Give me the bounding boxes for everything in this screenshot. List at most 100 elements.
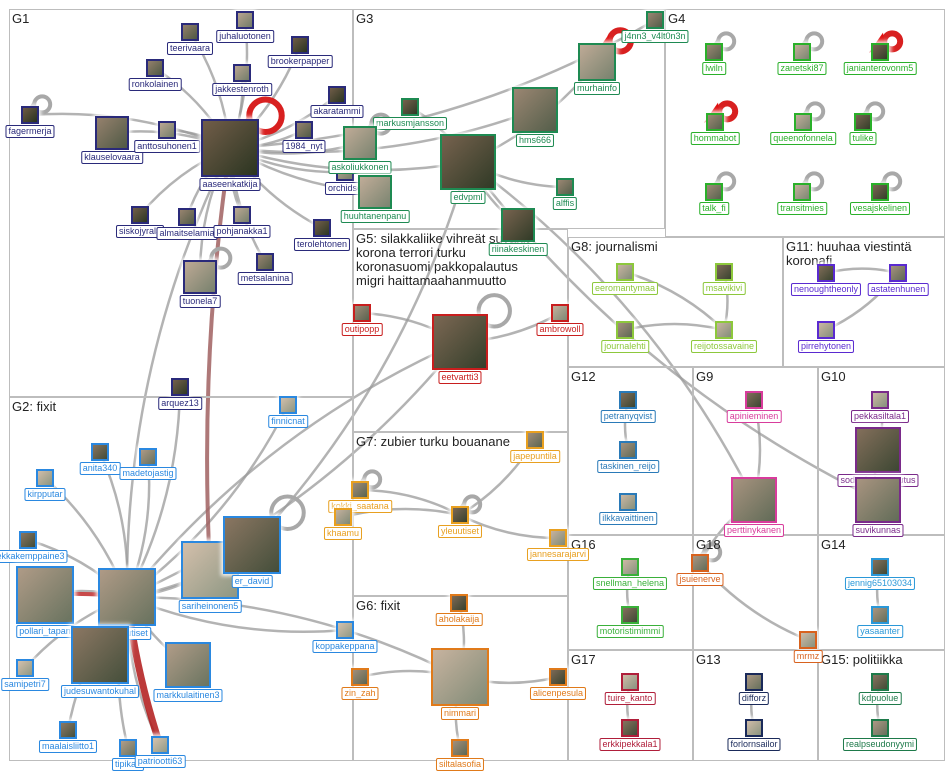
node-eeromantymaa[interactable]: eeromantymaa <box>591 263 659 295</box>
node-metsalanina[interactable]: metsalanina <box>237 253 293 285</box>
node-edvpml[interactable]: edvpml <box>440 134 496 204</box>
node-sodankylanmuutus[interactable]: sodankylanmuutus <box>837 427 919 487</box>
node-astatenhunen[interactable]: astatenhunen <box>867 264 929 296</box>
node-perttinykanen[interactable]: perttinykanen <box>723 477 785 537</box>
node-queenofonnela[interactable]: queenofonnela <box>770 113 836 145</box>
node-label: janianterovonm5 <box>843 62 917 75</box>
self-loop-lwiln <box>716 31 737 52</box>
node-koppakeppana[interactable]: koppakeppana <box>312 621 378 653</box>
node-jsuienerve[interactable]: jsuienerve <box>676 554 724 586</box>
node-aaseenkatkija[interactable]: aaseenkatkija <box>199 119 261 191</box>
node-difforz[interactable]: difforz <box>738 673 770 705</box>
node-terolehtonen[interactable]: terolehtonen <box>293 219 351 251</box>
node-taskinen_reijo[interactable]: taskinen_reijo <box>597 441 659 473</box>
node-sariheinonen5[interactable]: sariheinonen5 <box>178 541 242 613</box>
node-nenoughtheonly[interactable]: nenoughtheonly <box>790 264 862 296</box>
avatar-icon <box>139 448 157 466</box>
node-siltalasofia[interactable]: siltalasofia <box>435 739 485 771</box>
node-tuonela7[interactable]: tuonela7 <box>179 260 221 308</box>
node-yasaanter[interactable]: yasaanter <box>857 606 903 638</box>
node-samipetri7[interactable]: samipetri7 <box>1 659 49 691</box>
node-kokki_saatana[interactable]: kokki_saatana <box>328 481 392 513</box>
node-mrmzp[interactable]: mrmz <box>793 631 823 663</box>
node-huuhtanenpanu[interactable]: huuhtanenpanu <box>340 175 410 223</box>
node-reijotossavaine[interactable]: reijotossavaine <box>690 321 758 353</box>
node-ilkkavaittinen[interactable]: ilkkavaittinen <box>599 493 657 525</box>
node-ronkolainen[interactable]: ronkolainen <box>128 59 182 91</box>
node-jakkestenroth[interactable]: jakkestenroth <box>212 64 272 96</box>
node-askoliukkonen[interactable]: askoliukkonen <box>328 126 392 174</box>
node-madetojastig[interactable]: madetojastig <box>119 448 177 480</box>
node-yleuutiset[interactable]: yleuutiset <box>437 506 483 538</box>
node-zanetski87[interactable]: zanetski87 <box>777 43 827 75</box>
node-anttosuhonen1[interactable]: anttosuhonen1 <box>134 121 200 153</box>
node-kdpuolue[interactable]: kdpuolue <box>858 673 902 705</box>
node-suvikunnas[interactable]: suvikunnas <box>852 477 904 537</box>
node-alicenpesula[interactable]: alicenpesula <box>529 668 587 700</box>
node-pirrehytonen[interactable]: pirrehytonen <box>797 321 855 353</box>
node-ambrowoll[interactable]: ambrowoll <box>536 304 584 336</box>
node-pollari_tapani[interactable]: pollari_tapan <box>16 566 74 638</box>
node-tuire_kanto[interactable]: tuire_kanto <box>604 673 656 705</box>
node-akaratammi[interactable]: akaratammi <box>310 86 364 118</box>
node-finnicnat[interactable]: finnicnat <box>268 396 308 428</box>
node-pohjanakka1[interactable]: pohjanakka1 <box>213 206 271 238</box>
node-teerivaara[interactable]: teerivaara <box>166 23 214 55</box>
node-markusmjansson[interactable]: markusmjansson <box>372 98 448 130</box>
node-pekkakemppaine3[interactable]: pekkakemppaine3 <box>0 531 68 563</box>
node-eetvartti3[interactable]: eetvartti3 <box>432 314 488 384</box>
node-transitmies[interactable]: transitmies <box>777 183 827 215</box>
node-judesuwantokuhal[interactable]: judesuwantokuhal <box>60 626 140 698</box>
node-japepuntila[interactable]: japepuntila <box>510 431 560 463</box>
node-markkulaitinen3[interactable]: markkulaitinen3 <box>153 642 223 702</box>
node-er_david[interactable]: er_david <box>223 516 281 588</box>
node-brookerpapper[interactable]: brookerpapper <box>267 36 333 68</box>
node-arquez13[interactable]: arquez13 <box>158 378 202 410</box>
node-realpseudonyymi[interactable]: realpseudonyymi <box>842 719 918 751</box>
node-siskojyrala[interactable]: siskojyrala <box>115 206 165 238</box>
node-motoristimimmi[interactable]: motoristimimmi <box>596 606 664 638</box>
node-talk_fi[interactable]: talk_fi <box>699 183 729 215</box>
node-anita340[interactable]: anita340 <box>79 443 121 475</box>
node-patriootti63[interactable]: patriootti63 <box>134 736 186 768</box>
node-murhainfo[interactable]: murhainfo <box>573 43 621 95</box>
node-n1984_nyt[interactable]: 1984_nyt <box>282 121 326 153</box>
avatar-icon <box>16 659 34 677</box>
node-hms666[interactable]: hms666 <box>512 87 558 147</box>
node-outipopp[interactable]: outipopp <box>341 304 383 336</box>
node-petranyqvist[interactable]: petranyqvist <box>600 391 656 423</box>
node-hommabot[interactable]: hommabot <box>690 113 740 145</box>
node-msavikivi[interactable]: msavikivi <box>702 263 746 295</box>
avatar-icon <box>279 396 297 414</box>
node-jennig65103034[interactable]: jennig65103034 <box>844 558 916 590</box>
node-aholakaija[interactable]: aholakaija <box>435 594 483 626</box>
node-forlornsailor[interactable]: forlornsailor <box>727 719 781 751</box>
node-zin_zah[interactable]: zin_zah <box>341 668 379 700</box>
node-tulike[interactable]: tulike <box>849 113 877 145</box>
node-tipikari[interactable]: tipikari <box>111 739 145 771</box>
node-vesajskelinen[interactable]: vesajskelinen <box>849 183 911 215</box>
node-snellman_helena[interactable]: snellman_helena <box>592 558 668 590</box>
node-alffis[interactable]: alffis <box>552 178 578 210</box>
node-j4nn3[interactable]: j4nn3_v4lt0n3n <box>621 11 689 43</box>
node-apinieminen[interactable]: apinieminen <box>726 391 782 423</box>
node-juhaluotonen[interactable]: juhaluotonen <box>216 11 274 43</box>
node-janianterovonm5[interactable]: janianterovonm5 <box>843 43 917 75</box>
node-lwiln[interactable]: lwiln <box>702 43 726 75</box>
node-almaitselamia[interactable]: almaitselamia <box>156 208 218 240</box>
node-xtrauutiset[interactable]: xtrauutiset <box>98 568 156 640</box>
node-journalehti[interactable]: journalehti <box>601 321 649 353</box>
self-loop-fagermerja <box>32 94 53 115</box>
node-khaamu[interactable]: khaamu <box>323 508 363 540</box>
node-riinakeskinen[interactable]: riinakeskinen <box>488 208 548 256</box>
node-maalaisliitto1[interactable]: maalaisliitto1 <box>38 721 98 753</box>
node-nimmari[interactable]: nimmari <box>431 648 489 720</box>
self-loop-er_david <box>269 494 306 531</box>
node-erkkipekkala1[interactable]: erkkipekkala1 <box>599 719 661 751</box>
node-jannesarajarvi[interactable]: jannesarajarvi <box>526 529 590 561</box>
node-pekkasiltala1[interactable]: pekkasiltala1 <box>850 391 910 423</box>
node-kirpputar[interactable]: kirpputar <box>24 469 66 501</box>
avatar-icon <box>871 43 889 61</box>
node-klauselovaara[interactable]: klauselovaara <box>81 116 143 164</box>
node-fagermerja[interactable]: fagermerja <box>5 106 55 138</box>
